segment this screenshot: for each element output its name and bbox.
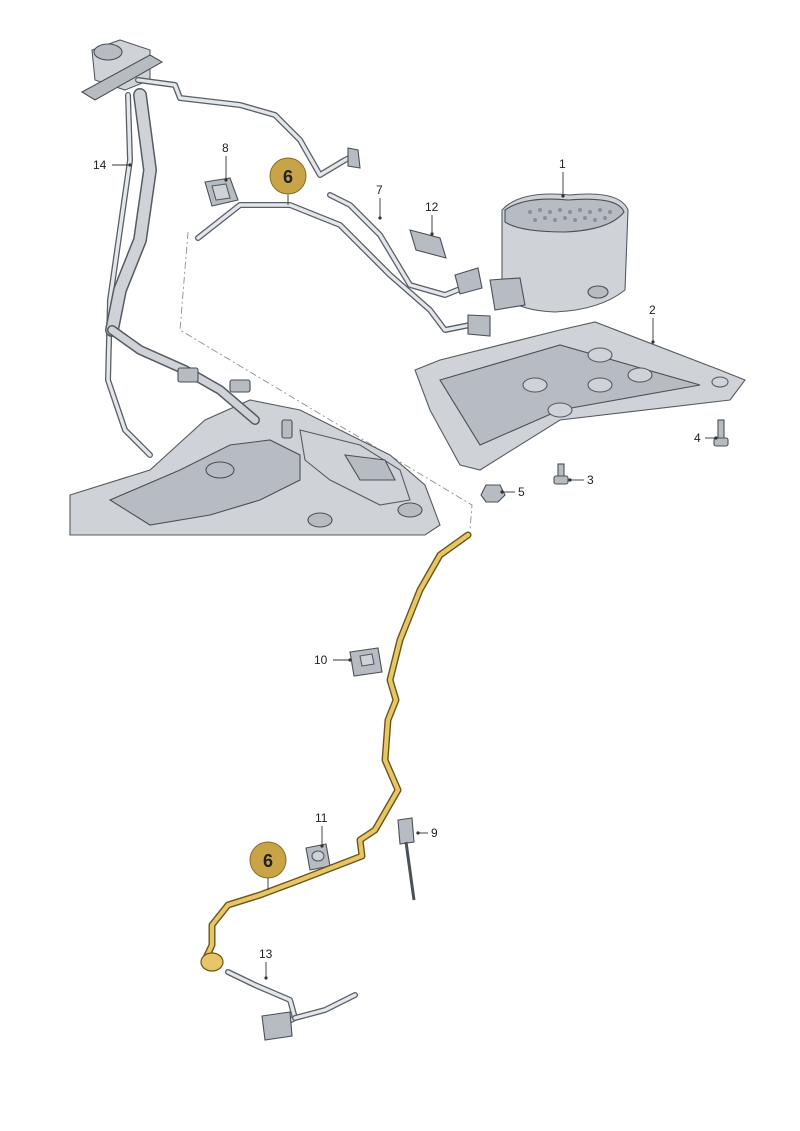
clip-8 xyxy=(204,177,239,207)
badge-6-top-label: 6 xyxy=(283,167,293,187)
holder-10 xyxy=(349,647,383,677)
charcoal-canister xyxy=(489,193,629,313)
nut-5 xyxy=(480,484,506,503)
badge-6-bottom-label: 6 xyxy=(263,851,273,871)
line-6-highlighted xyxy=(200,531,472,972)
callout-9: 9 xyxy=(431,826,438,840)
line-6-upper xyxy=(195,202,491,337)
filler-neck xyxy=(80,39,260,458)
bolt-3 xyxy=(553,463,569,485)
leader-lines xyxy=(112,156,716,978)
vent-line xyxy=(135,77,361,178)
callout-4: 4 xyxy=(694,431,701,445)
line-13 xyxy=(225,969,358,1041)
callout-14: 14 xyxy=(93,158,107,172)
bolt-4 xyxy=(713,419,729,447)
bracket-plate xyxy=(414,321,746,471)
callout-7: 7 xyxy=(376,183,383,197)
callout-labels: 1 2 3 4 5 7 8 9 10 11 12 13 14 xyxy=(93,141,701,961)
line-7 xyxy=(327,192,483,298)
badge-6-bottom: 6 xyxy=(249,841,287,879)
callout-8: 8 xyxy=(222,141,229,155)
badge-6-top: 6 xyxy=(269,157,307,195)
callout-13: 13 xyxy=(259,947,273,961)
leader-dots xyxy=(128,163,718,980)
callout-11: 11 xyxy=(315,811,328,825)
callout-5: 5 xyxy=(518,485,525,499)
bracket-9 xyxy=(397,817,416,901)
callout-2: 2 xyxy=(649,303,656,317)
clip-11 xyxy=(305,843,331,871)
clip-12 xyxy=(409,229,447,259)
callout-1: 1 xyxy=(559,157,566,171)
fuel-tank xyxy=(69,399,441,536)
callout-12: 12 xyxy=(425,200,439,214)
callout-3: 3 xyxy=(587,473,594,487)
callout-10: 10 xyxy=(314,653,328,667)
assembly-guide-lines xyxy=(179,231,473,531)
